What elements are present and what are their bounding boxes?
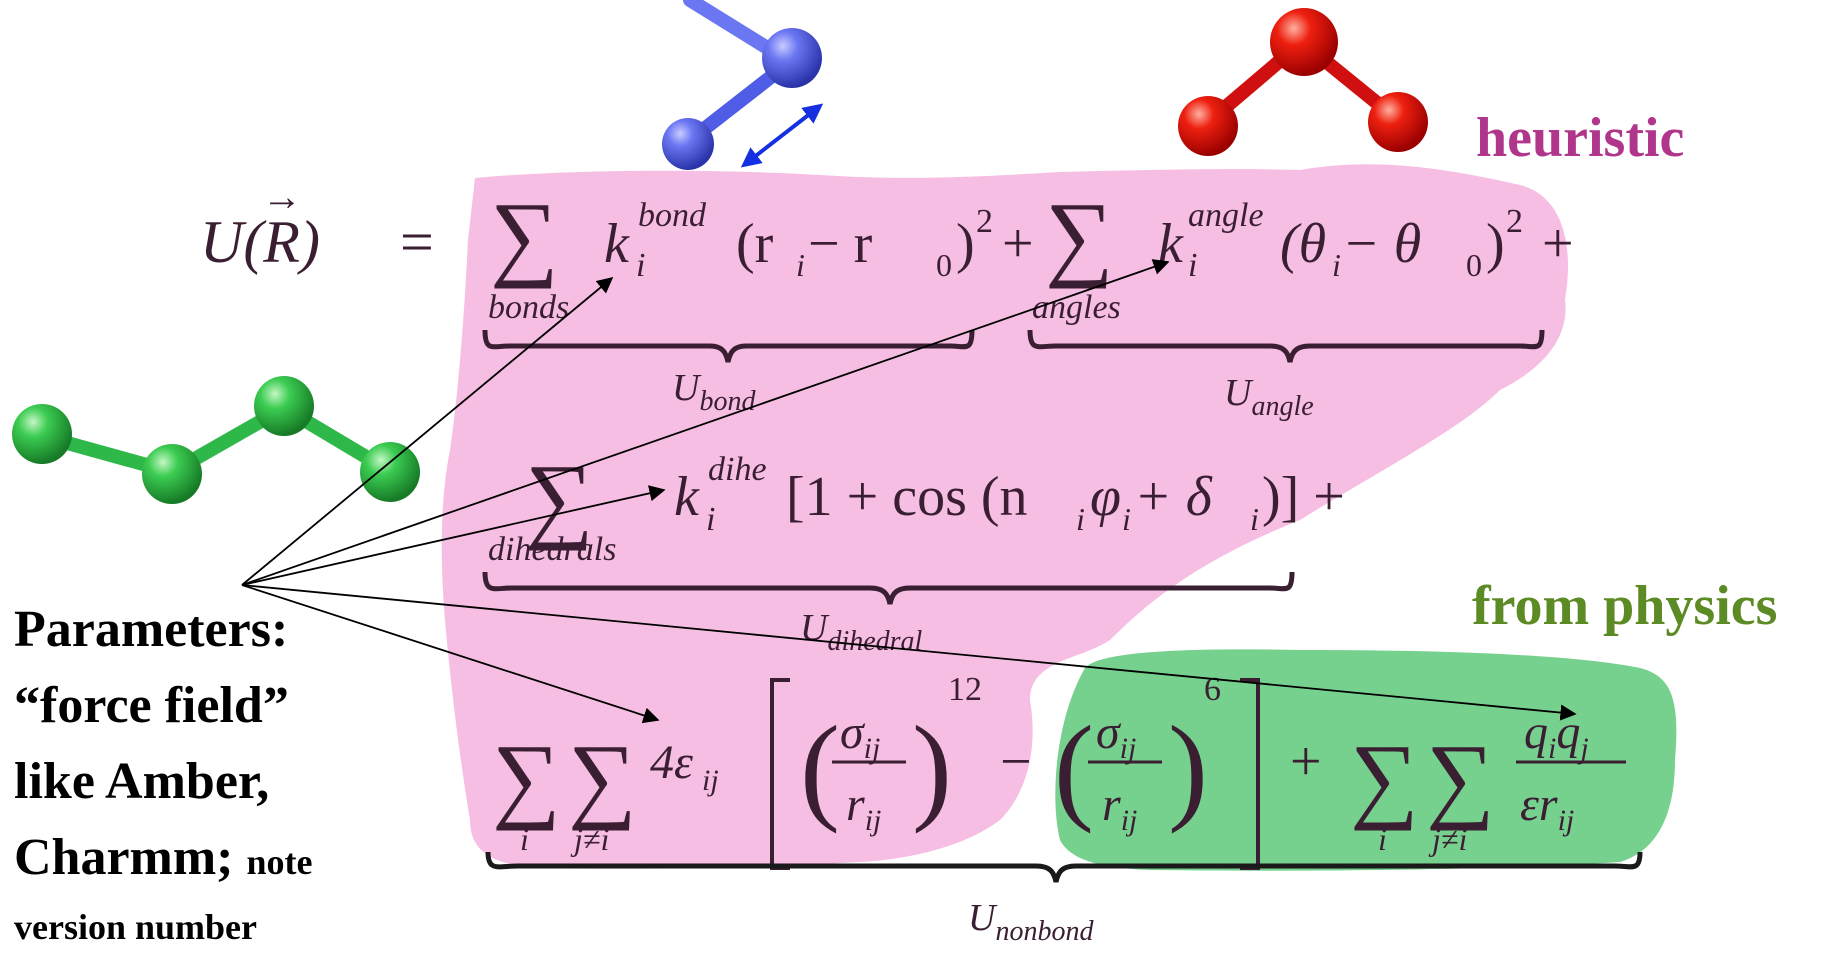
dihedral-k-sub: i [706, 501, 715, 538]
angle-k: k [1158, 213, 1184, 275]
arrow-to-bond-k [241, 276, 614, 586]
bond-molecule [662, 0, 822, 170]
energy-equation: U(R) → = ∑ bonds k bond i (r i − r 0 ) 2… [200, 174, 1643, 946]
heuristic-label: heuristic [1476, 107, 1685, 169]
bond-k: k [604, 213, 630, 275]
nonbond-sum2-symbol: ∑ [568, 724, 636, 831]
lj-r-1: rij [846, 778, 881, 837]
lhs: U(R) [200, 209, 320, 275]
bond-plus: + [1002, 213, 1034, 275]
dihedral-underbrace [482, 571, 1295, 605]
bond-power: 2 [976, 203, 993, 240]
lj-paren-open-1: ( [800, 701, 840, 834]
angle-body-sub: i [1332, 247, 1341, 283]
dihedral-sum-symbol: ∑ [525, 444, 593, 551]
dihedral-body-sub: i [1076, 501, 1085, 537]
nonbond-sum1-sub: i [520, 821, 529, 857]
dihedral-molecule [12, 376, 420, 504]
dihedral-body-sub2: i [1122, 501, 1131, 537]
dihedral-body-phi: φ [1090, 466, 1121, 528]
lj-paren-open-2: ( [1054, 701, 1094, 834]
angle-molecule [1178, 8, 1428, 156]
lj-r-2: rij [1102, 778, 1137, 837]
nonbond-brace-label: Unonbond [968, 897, 1094, 946]
bond-brace-label: Ubond [672, 367, 756, 417]
bond-body-end: ) [956, 213, 975, 275]
angle-body-end: ) [1486, 213, 1505, 275]
physics-region [1055, 649, 1677, 871]
coulomb-sum2-symbol: ∑ [1426, 724, 1494, 831]
parameters-line-1: Parameters: [14, 601, 289, 658]
coulomb-sum1-sub: i [1378, 821, 1387, 857]
angle-body: (θ [1280, 213, 1326, 275]
angle-plus: + [1542, 213, 1574, 275]
lj-paren-close-1: ) [912, 701, 952, 834]
bond-body-sub2: 0 [936, 247, 952, 283]
coulomb-denominator: εrij [1520, 778, 1574, 837]
arrow-to-charges [241, 584, 1577, 721]
dihedral-k: k [674, 466, 700, 528]
angle-underbrace [1027, 329, 1545, 363]
dihedral-body-sub3: i [1250, 501, 1259, 537]
coulomb-sum2-sub: j≠i [1428, 821, 1467, 857]
dihedral-body-rest: + δ [1134, 466, 1213, 528]
heuristic-region [441, 164, 1569, 869]
lj-power-6: 6 [1204, 671, 1221, 708]
equals-sign: = [400, 209, 434, 275]
angle-body-sub2: 0 [1466, 247, 1482, 283]
arrow-to-dihedral-k [241, 485, 666, 586]
dihedral-k-sup: dihe [708, 451, 767, 488]
lj-sigma-1: σij [840, 706, 880, 765]
angle-sum-symbol: ∑ [1045, 182, 1113, 289]
dihedral-body-end: )] + [1262, 466, 1345, 528]
angle-k-sup: angle [1188, 197, 1264, 234]
nonbond-sum2-sub: j≠i [570, 821, 609, 857]
arrow-to-epsilon [241, 584, 660, 724]
bond-stretch-arrow [740, 103, 824, 168]
lj-paren-close-2: ) [1168, 701, 1208, 834]
dihedral-sum-sub: dihedrals [488, 531, 616, 568]
arrow-to-angle-k [241, 259, 1170, 586]
bond-k-sup: bond [638, 197, 707, 234]
parameters-note-b: version number [14, 907, 257, 947]
lj-power-12: 12 [948, 671, 982, 708]
bond-k-sub: i [636, 247, 645, 284]
bond-sum-sub: bonds [488, 289, 569, 326]
parameters-line-4-main: Charmm; [14, 829, 234, 886]
angle-power: 2 [1506, 203, 1523, 240]
angle-sum-sub: angles [1032, 289, 1121, 326]
bond-sum-symbol: ∑ [490, 182, 558, 289]
lj-minus: − [1000, 731, 1032, 793]
bond-body-sub: i [796, 247, 805, 283]
lj-sigma-2: σij [1096, 706, 1136, 765]
coulomb-plus: + [1290, 731, 1322, 793]
bond-body: (r [736, 213, 774, 275]
dihedral-body: [1 + cos (n [786, 466, 1028, 528]
angle-body-rest: − θ [1342, 213, 1421, 275]
parameters-note-a: note [246, 842, 313, 882]
nonbond-coef: 4ε [650, 736, 693, 789]
bond-underbrace [482, 329, 975, 363]
parameters-line-4: Charmm; note [14, 820, 313, 900]
angle-k-sub: i [1188, 247, 1197, 284]
nonbond-coef-sub: ij [702, 764, 719, 797]
coulomb-sum1-symbol: ∑ [1350, 724, 1418, 831]
parameter-arrows [241, 259, 1577, 724]
angle-brace-label: Uangle [1224, 372, 1314, 422]
nonbond-underbrace [485, 851, 1643, 883]
vector-arrow-icon: → [262, 174, 302, 219]
from-physics-label: from physics [1472, 575, 1778, 637]
coulomb-numerator: qiqj [1524, 706, 1589, 765]
parameters-line-3: like Amber, [14, 753, 270, 810]
bond-body-rest: − r [808, 213, 873, 275]
parameters-label: Parameters: “force field” like Amber, Ch… [14, 592, 313, 954]
parameters-line-2: “force field” [14, 677, 289, 734]
nonbond-sum1-symbol: ∑ [492, 724, 560, 831]
